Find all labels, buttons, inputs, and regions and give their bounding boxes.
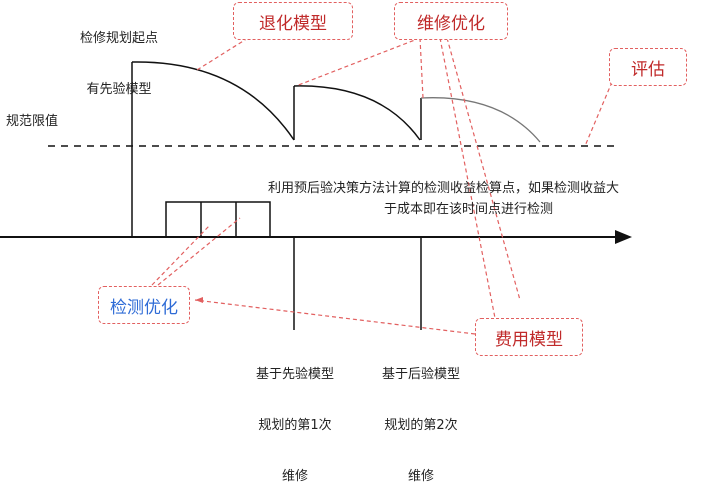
first-maint-line-3: 维修 — [281, 469, 308, 484]
annotation-line-2: 于成本即在该时间点进行检测 — [384, 202, 554, 217]
top-note-line-1: 检修规划起点 — [79, 31, 158, 46]
callout-cost-model: 费用模型 — [475, 318, 583, 356]
second-maint-line-1: 基于后验模型 — [381, 367, 460, 382]
callout-inspection-optimization: 检测优化 — [98, 286, 190, 324]
second-maint-line-3: 维修 — [407, 469, 434, 484]
callout-degradation-model: 退化模型 — [233, 2, 353, 40]
time-axis-arrow — [615, 230, 632, 244]
leader-lines — [151, 37, 613, 335]
degradation-curve-1 — [131, 61, 295, 141]
first-maint-line-1: 基于先验模型 — [255, 367, 334, 382]
first-maint-line-2: 规划的第1次 — [258, 418, 332, 433]
top-note: 检修规划起点 有先验模型 — [64, 0, 174, 115]
degradation-curve-2 — [293, 85, 421, 141]
callout-maintenance-optimization: 维修优化 — [394, 2, 508, 40]
annotation-line-1: 利用预后验决策方法计算的检测收益检算点，如果检测收益大 — [268, 181, 620, 196]
diagram-canvas — [0, 37, 632, 335]
leader-arrowhead — [195, 297, 203, 303]
degradation-curve-3 — [420, 97, 541, 143]
second-maint-line-2: 规划的第2次 — [384, 418, 458, 433]
norm-limit-label: 规范限值 — [6, 114, 59, 129]
callout-evaluation: 评估 — [609, 48, 687, 86]
inspection-window — [165, 201, 271, 237]
second-maintenance-caption: 基于后验模型 规划的第2次 维修 — [366, 332, 476, 502]
first-maintenance-caption: 基于先验模型 规划的第1次 维修 — [240, 332, 350, 502]
top-note-line-2: 有先验模型 — [86, 82, 152, 97]
